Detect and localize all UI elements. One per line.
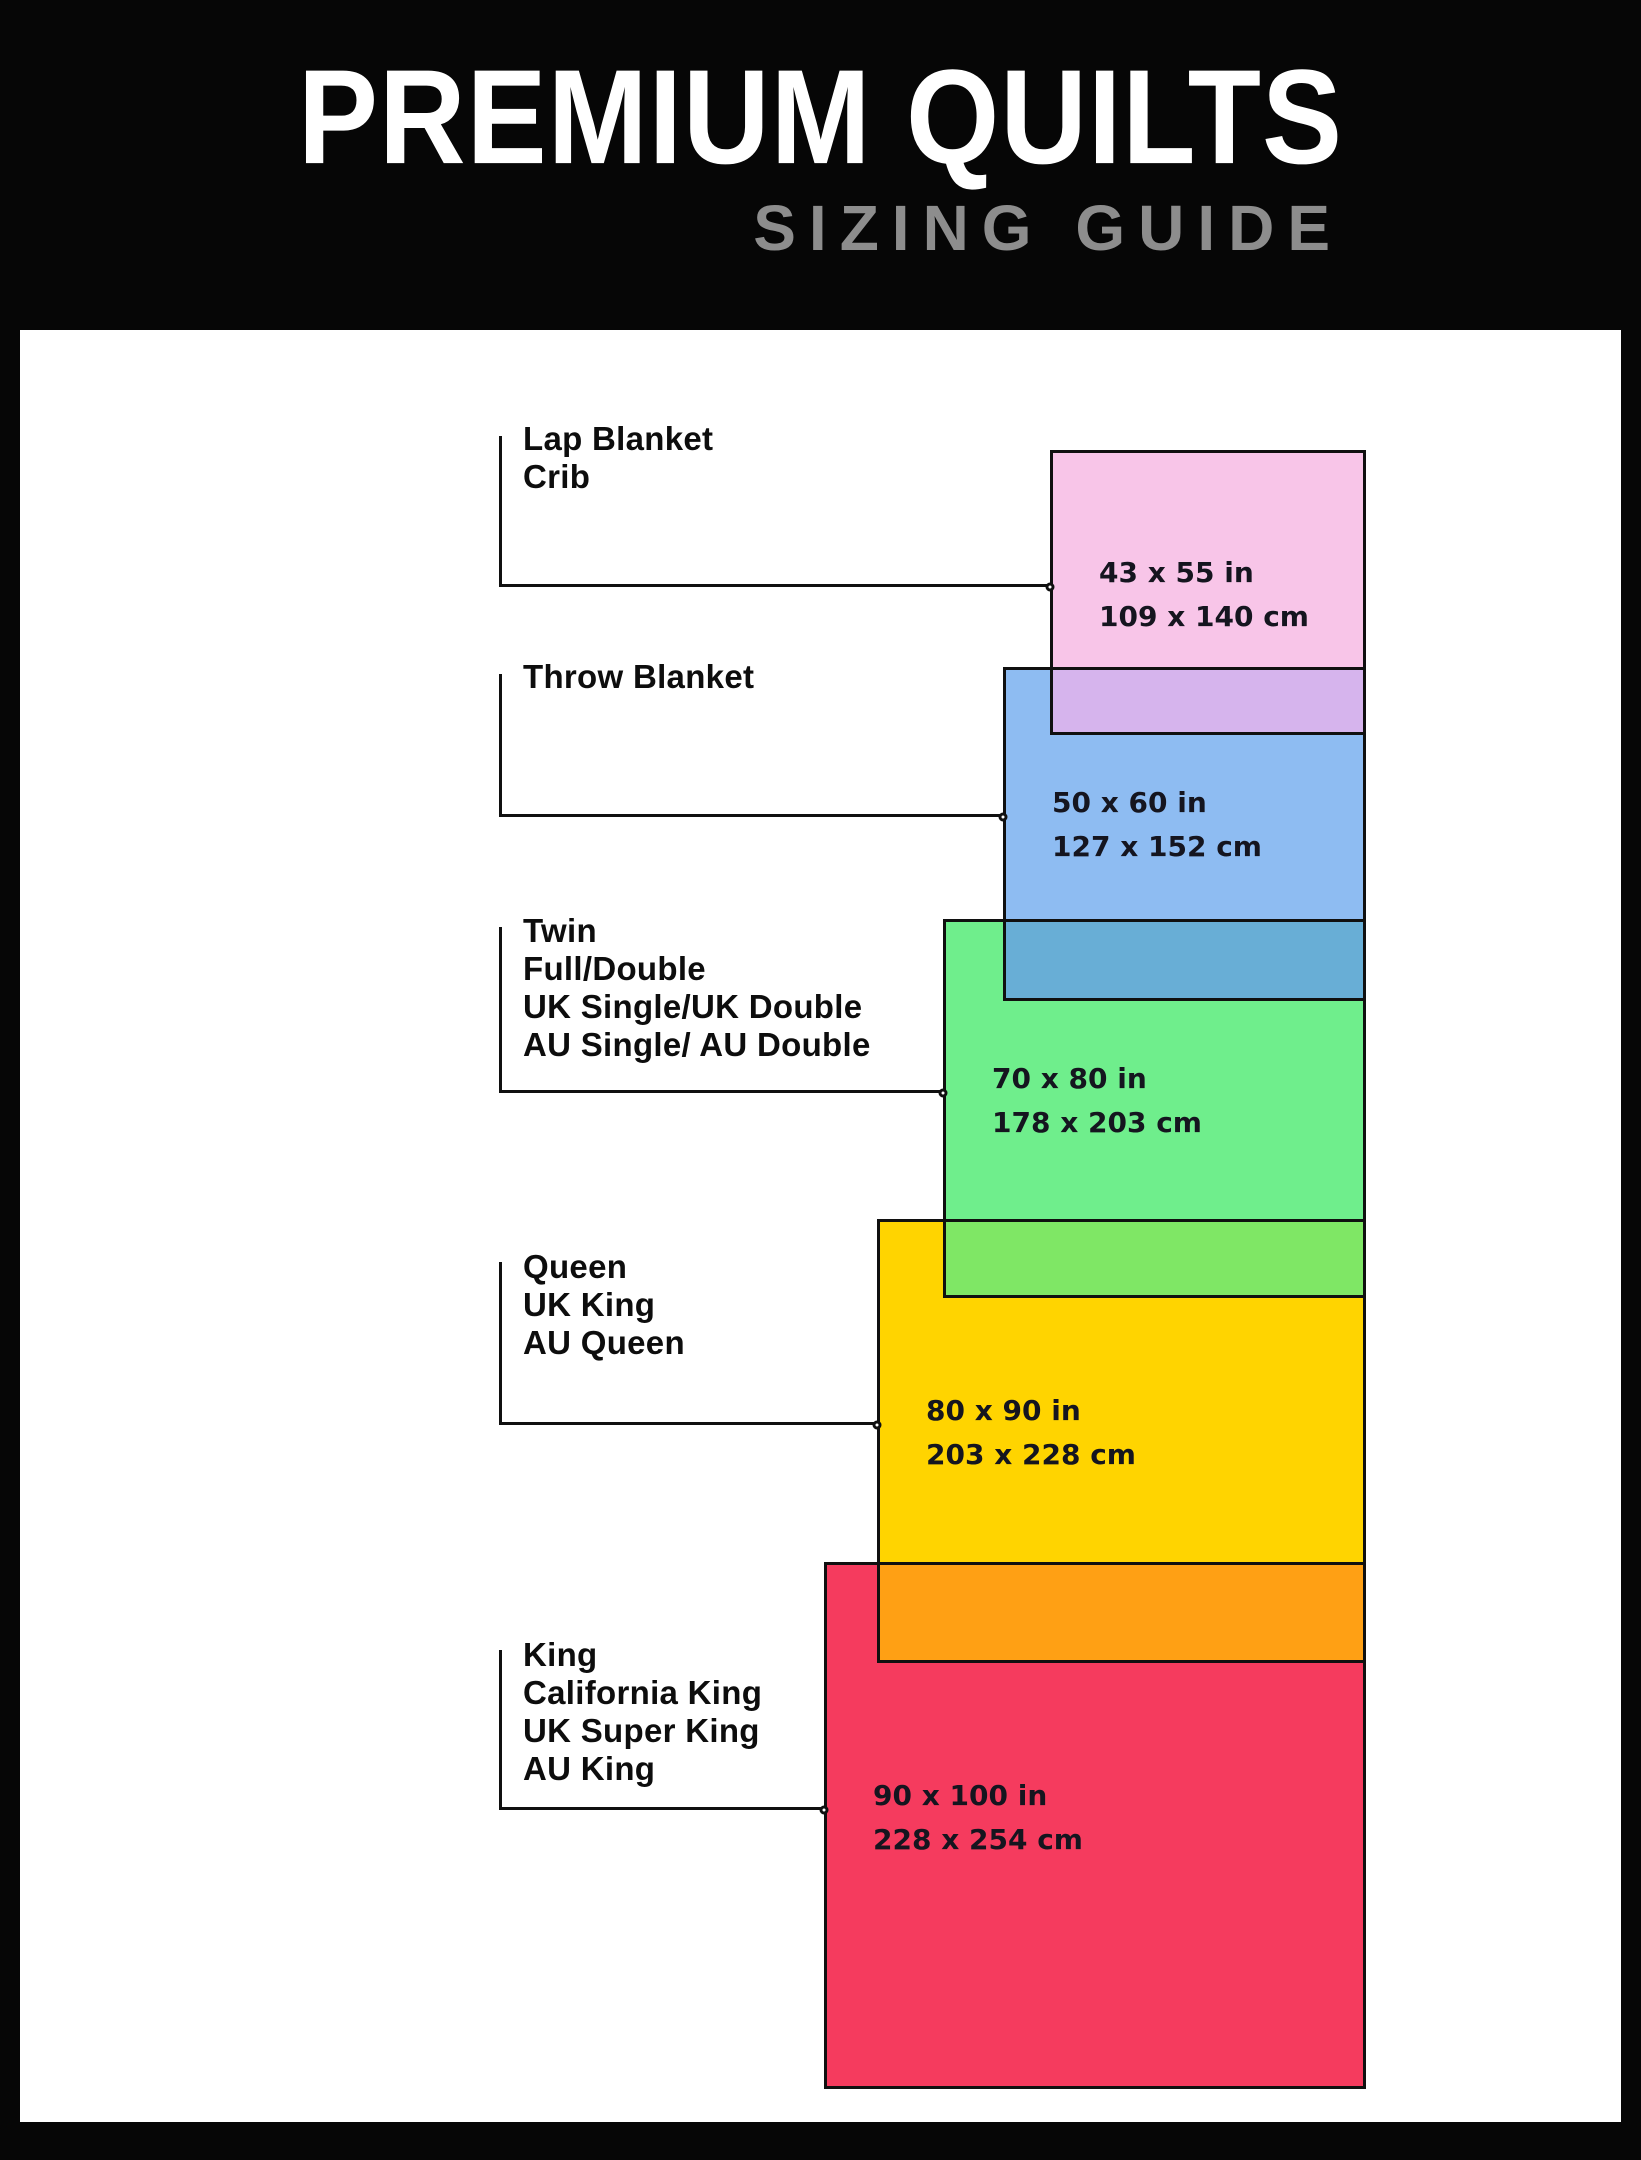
- size-cm: 228 x 254 cm: [873, 1823, 1083, 1856]
- label-line: Crib: [523, 458, 591, 495]
- size-inches: 70 x 80 in: [992, 1062, 1147, 1095]
- label-line: AU Single/ AU Double: [523, 1026, 871, 1063]
- label-line: Queen: [523, 1248, 628, 1285]
- label-group-throw: Throw Blanket: [523, 658, 1023, 696]
- label-line: California King: [523, 1674, 763, 1711]
- size-text-king: 90 x 100 in 228 x 254 cm: [873, 1774, 1083, 1862]
- quilt-rect-outline-twin: [943, 919, 1366, 1298]
- connector-dot-icon: [872, 1420, 882, 1430]
- label-line: UK King: [523, 1286, 656, 1323]
- size-text-queen: 80 x 90 in 203 x 228 cm: [926, 1389, 1136, 1477]
- page-subtitle: SIZING GUIDE: [753, 192, 1344, 264]
- label-line: Twin: [523, 912, 597, 949]
- label-group-queen: Queen UK King AU Queen: [523, 1248, 1023, 1362]
- size-inches: 50 x 60 in: [1052, 786, 1207, 819]
- size-cm: 109 x 140 cm: [1099, 600, 1309, 633]
- label-line: UK Super King: [523, 1712, 760, 1749]
- connector-line-king: [499, 1650, 824, 1810]
- size-cm: 127 x 152 cm: [1052, 830, 1262, 863]
- label-line: Throw Blanket: [523, 658, 755, 695]
- overlap-band-twin-queen: [943, 1219, 1366, 1298]
- connector-line-queen: [499, 1262, 877, 1425]
- quilt-rect-outline-king: [824, 1562, 1366, 2089]
- label-line: AU King: [523, 1750, 656, 1787]
- page-title: PREMIUM QUILTS: [297, 42, 1344, 193]
- header: PREMIUM QUILTS SIZING GUIDE: [0, 0, 1641, 330]
- label-line: Full/Double: [523, 950, 706, 987]
- overlap-band-throw-twin: [1003, 919, 1366, 1001]
- size-text-crib: 43 x 55 in 109 x 140 cm: [1099, 551, 1309, 639]
- size-inches: 43 x 55 in: [1099, 556, 1254, 589]
- size-cm: 203 x 228 cm: [926, 1438, 1136, 1471]
- size-text-throw: 50 x 60 in 127 x 152 cm: [1052, 781, 1262, 869]
- label-group-king: King California King UK Super King AU Ki…: [523, 1636, 1023, 1788]
- connector-line-twin: [499, 927, 943, 1093]
- size-inches: 80 x 90 in: [926, 1394, 1081, 1427]
- connector-line-crib: [499, 436, 1050, 587]
- quilt-rect-outline-crib: [1050, 450, 1366, 735]
- connector-line-throw: [499, 674, 1003, 817]
- overlap-band-queen-king: [877, 1562, 1366, 1663]
- connector-dot-icon: [938, 1088, 948, 1098]
- connector-dot-icon: [1045, 582, 1055, 592]
- quilt-rect-outline-throw: [1003, 667, 1366, 1001]
- label-line: UK Single/UK Double: [523, 988, 863, 1025]
- label-line: AU Queen: [523, 1324, 685, 1361]
- paper-background: [20, 330, 1621, 2122]
- connector-dot-icon: [819, 1805, 829, 1815]
- overlap-band-crib-throw: [1050, 667, 1366, 735]
- label-group-crib: Lap Blanket Crib: [523, 420, 1023, 496]
- size-cm: 178 x 203 cm: [992, 1106, 1202, 1139]
- connector-dot-icon: [998, 812, 1008, 822]
- label-group-twin: Twin Full/Double UK Single/UK Double AU …: [523, 912, 1023, 1064]
- quilt-rect-outline-queen: [877, 1219, 1366, 1663]
- label-line: Lap Blanket: [523, 420, 714, 457]
- size-inches: 90 x 100 in: [873, 1779, 1048, 1812]
- header-inner: PREMIUM QUILTS SIZING GUIDE: [298, 0, 1343, 260]
- size-text-twin: 70 x 80 in 178 x 203 cm: [992, 1057, 1202, 1145]
- label-line: King: [523, 1636, 598, 1673]
